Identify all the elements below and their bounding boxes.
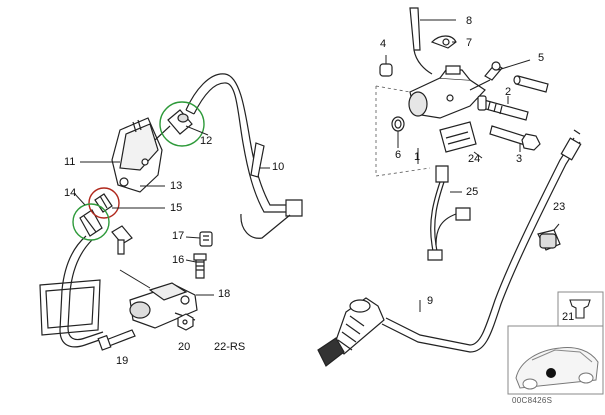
pin-5	[514, 76, 548, 92]
callout-2: 2	[505, 86, 512, 98]
highlight-circle-12	[160, 102, 204, 146]
callout-10: 10	[272, 161, 285, 173]
seal-4	[380, 64, 392, 76]
callout-14: 14	[64, 187, 77, 199]
bracket-24	[440, 122, 476, 152]
highlight-circle-15	[89, 188, 119, 218]
callout-25: 25	[466, 186, 479, 198]
leader-lines-right	[386, 20, 559, 312]
master-cylinder-1	[409, 66, 490, 118]
callout-5: 5	[538, 52, 545, 64]
callout-3: 3	[516, 153, 523, 165]
nut-20	[178, 314, 193, 330]
callout-13: 13	[170, 180, 183, 192]
callout-21: 21	[562, 311, 575, 323]
fitting-14	[80, 210, 102, 236]
vent-tube-8	[410, 8, 432, 74]
callout-15: 15	[170, 202, 183, 214]
callout-23: 23	[553, 201, 566, 213]
bleeder-17	[200, 232, 212, 246]
callout-4: 4	[380, 38, 387, 50]
ring-6	[392, 117, 404, 131]
hose-10	[186, 74, 290, 212]
slave-cylinder-18	[130, 283, 197, 328]
clip-7	[432, 36, 456, 48]
bolt-16	[194, 254, 206, 278]
reference-code: 00C8426S	[512, 396, 553, 405]
bolt-3	[490, 126, 540, 150]
callout-24: 24	[468, 153, 481, 165]
pipe-9	[382, 130, 581, 352]
location-dot	[546, 368, 556, 378]
cap-23	[538, 230, 560, 250]
callout-9: 9	[427, 295, 434, 307]
pushrod-eye	[485, 62, 502, 80]
grommet-21-box	[558, 292, 603, 326]
callout-18: 18	[218, 288, 231, 300]
callout-11: 11	[64, 156, 76, 168]
callout-6: 6	[395, 149, 402, 161]
callout-12: 12	[200, 135, 213, 147]
hose-boot	[318, 298, 384, 366]
nipple-connector	[112, 226, 132, 254]
callout-8: 8	[466, 15, 473, 27]
callout-7: 7	[466, 37, 473, 49]
switch-25	[428, 166, 470, 260]
callout-17: 17	[172, 230, 185, 242]
dashed-guides	[376, 86, 430, 176]
callout-20: 20	[178, 341, 191, 353]
bolt-19	[98, 330, 135, 350]
bracket-11	[112, 118, 162, 192]
leader-lines-left	[74, 126, 270, 295]
car-inset	[508, 326, 603, 394]
highlight-circle-14	[73, 204, 109, 240]
callout-22-rs: 22-RS	[214, 341, 246, 353]
callout-1: 1	[414, 151, 421, 163]
hose-10-lower	[241, 143, 302, 238]
bolt-2	[478, 96, 528, 120]
callout-19: 19	[116, 355, 129, 367]
callout-16: 16	[172, 254, 185, 266]
pipe-loop-left	[40, 236, 105, 347]
fitting-15	[95, 194, 112, 212]
